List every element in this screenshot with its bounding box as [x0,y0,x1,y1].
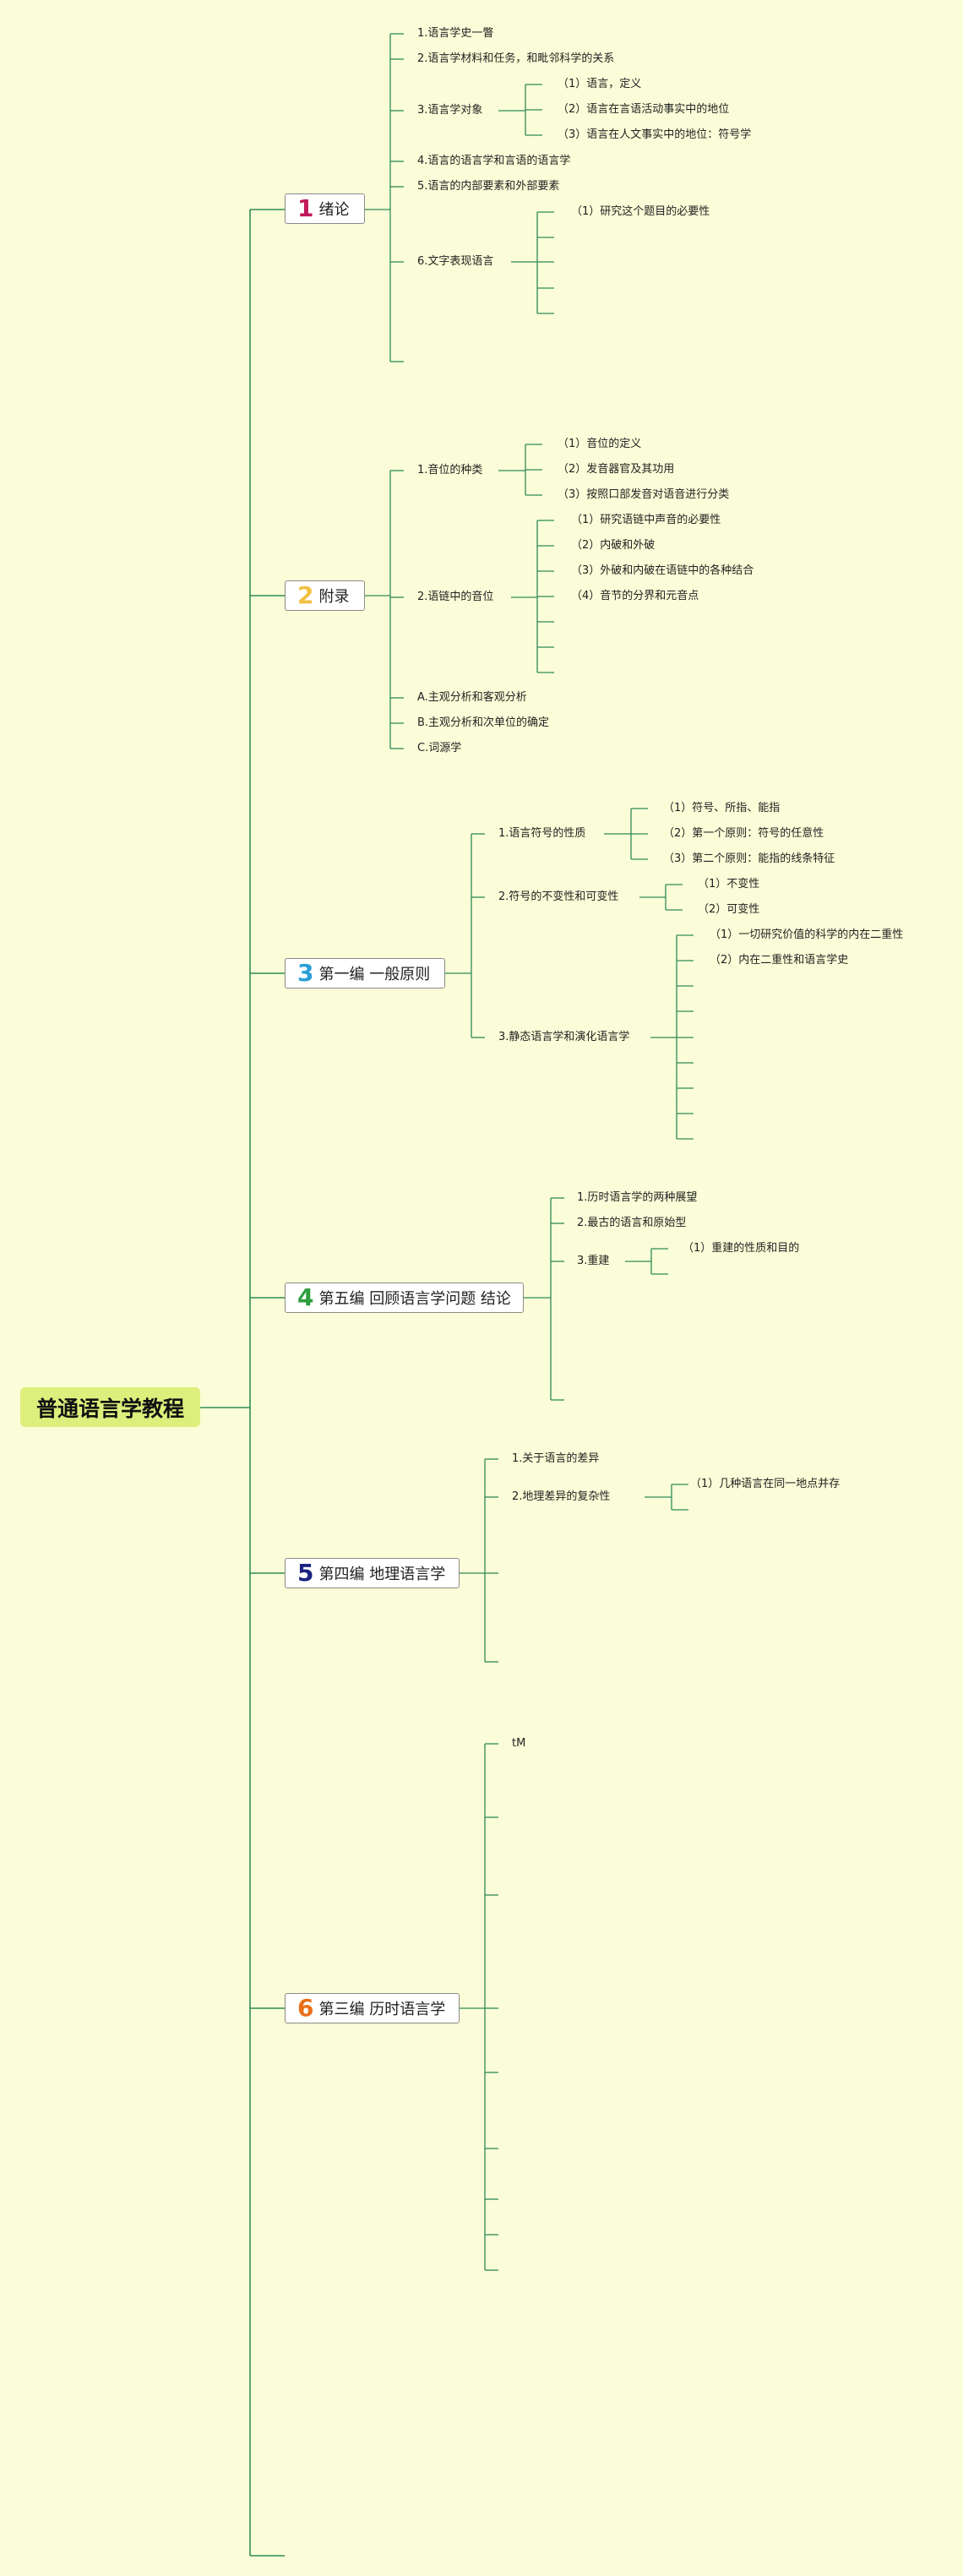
ch2-item-2[interactable]: 2.语链中的音位 [417,591,494,603]
ch2-item-2-sub-2[interactable]: （2）内破和外破 [571,539,656,552]
chapter-5-title: 第四编 地理语言学 [318,1566,446,1583]
ch3-item-3-sub-2[interactable]: （2）内在二重性和语言学史 [710,954,849,967]
chapter-1-node[interactable]: 1 绪论 [285,193,365,224]
ch2-item-A[interactable]: A.主观分析和客观分析 [417,691,527,704]
chapter-1-number: 1 [297,194,314,222]
ch3-item-2[interactable]: 2.符号的不变性和可变性 [498,890,619,903]
chapter-6-number: 6 [297,1994,314,2022]
ch2-item-2-sub-1[interactable]: （1）研究语链中声音的必要性 [571,514,721,526]
ch5-item-2[interactable]: 2.地理差异的复杂性 [512,1490,611,1503]
chapter-4-number: 4 [297,1283,314,1311]
chapter-2-node[interactable]: 2 附录 [285,580,365,611]
ch2-item-2-sub-4[interactable]: （4）音节的分界和元音点 [571,590,699,602]
chapter-3-title: 第一编 一般原则 [318,966,431,983]
chapter-1-title: 绪论 [318,201,350,219]
ch3-item-1[interactable]: 1.语言符号的性质 [498,827,586,840]
ch3-item-1-sub-3[interactable]: （3）第二个原则：能指的线条特征 [663,852,835,865]
ch5-item-2-sub-1[interactable]: （1）几种语言在同一地点并存 [690,1478,841,1490]
chapter-6-node[interactable]: 6 第三编 历时语言学 [285,1993,460,2023]
ch4-item-1[interactable]: 1.历时语言学的两种展望 [577,1191,698,1204]
chapter-5-node[interactable]: 5 第四编 地理语言学 [285,1558,460,1588]
chapter-2-title: 附录 [318,588,350,606]
chapter-6-title: 第三编 历时语言学 [318,2001,446,2018]
ch2-item-1[interactable]: 1.音位的种类 [417,464,483,477]
ch1-item-3-sub-1[interactable]: （1）语言，定义 [558,78,642,90]
ch1-item-3-sub-3[interactable]: （3）语言在人文事实中的地位：符号学 [558,128,752,141]
ch1-item-3-sub-2[interactable]: （2）语言在言语活动事实中的地位 [558,103,730,116]
ch2-item-1-sub-1[interactable]: （1）音位的定义 [558,438,642,450]
ch4-item-2[interactable]: 2.最古的语言和原始型 [577,1217,687,1229]
chapter-3-number: 3 [297,959,314,987]
ch2-item-2-sub-3[interactable]: （3）外破和内破在语链中的各种结合 [571,564,754,577]
chapter-4-node[interactable]: 4 第五编 回顾语言学问题 结论 [285,1283,524,1313]
ch3-item-3[interactable]: 3.静态语言学和演化语言学 [498,1031,630,1043]
ch3-item-1-sub-1[interactable]: （1）符号、所指、能指 [663,802,781,814]
ch4-item-3[interactable]: 3.重建 [577,1255,610,1267]
root-topic[interactable]: 普通语言学教程 [20,1387,200,1427]
chapter-4-title: 第五编 回顾语言学问题 结论 [318,1290,511,1308]
ch3-item-2-sub-1[interactable]: （1）不变性 [698,878,760,890]
chapter-2-number: 2 [297,581,314,609]
ch5-item-1[interactable]: 1.关于语言的差异 [512,1452,600,1465]
ch2-item-1-sub-3[interactable]: （3）按照口部发音对语音进行分类 [558,488,730,501]
chapter-3-node[interactable]: 3 第一编 一般原则 [285,958,445,988]
ch1-item-5[interactable]: 5.语言的内部要素和外部要素 [417,180,560,193]
ch1-item-2[interactable]: 2.语言学材料和任务，和毗邻科学的关系 [417,52,615,65]
root-title: 普通语言学教程 [35,1396,184,1421]
chapter-5-number: 5 [297,1559,314,1587]
ch1-item-3[interactable]: 3.语言学对象 [417,104,483,117]
ch2-item-1-sub-2[interactable]: （2）发音器官及其功用 [558,463,675,476]
ch3-item-2-sub-2[interactable]: （2）可变性 [698,903,760,916]
ch3-item-1-sub-2[interactable]: （2）第一个原则：符号的任意性 [663,827,824,840]
ch2-item-B[interactable]: B.主观分析和次单位的确定 [417,716,550,729]
ch1-item-6[interactable]: 6.文字表现语言 [417,255,494,268]
ch6-item-1[interactable]: tM [512,1737,526,1750]
ch2-item-C[interactable]: C.词源学 [417,742,462,754]
ch3-item-3-sub-1[interactable]: （1）一切研究价值的科学的内在二重性 [710,929,904,941]
ch1-item-1[interactable]: 1.语言学史一瞥 [417,27,494,40]
ch1-item-4[interactable]: 4.语言的语言学和言语的语言学 [417,155,571,167]
ch4-item-3-sub-1[interactable]: （1）重建的性质和目的 [683,1242,800,1255]
ch1-item-6-sub-1[interactable]: （1）研究这个题目的必要性 [571,205,710,218]
